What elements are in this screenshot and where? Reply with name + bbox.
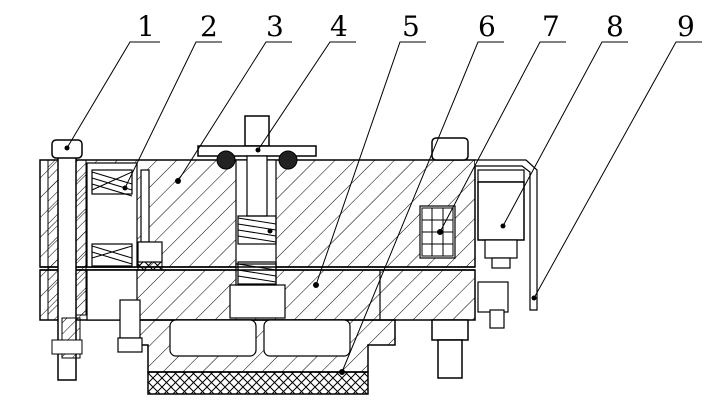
callout-2: 2 [200, 10, 218, 43]
callout-7: 7 [542, 10, 560, 43]
callout-5: 5 [402, 10, 420, 43]
bottom-housing [134, 319, 396, 395]
callout-6: 6 [478, 10, 496, 43]
callout-8: 8 [606, 10, 624, 43]
left-springs [91, 169, 163, 271]
grid-element [421, 207, 454, 257]
callout-3: 3 [266, 10, 284, 43]
callout-9: 9 [677, 10, 695, 43]
left-guide-column [47, 139, 87, 381]
callout-1: 1 [137, 10, 155, 43]
callout-4: 4 [330, 10, 348, 43]
lower-block [39, 263, 476, 321]
leader-lines [66, 41, 702, 375]
center-plunger [197, 115, 317, 285]
upper-block [39, 159, 528, 268]
